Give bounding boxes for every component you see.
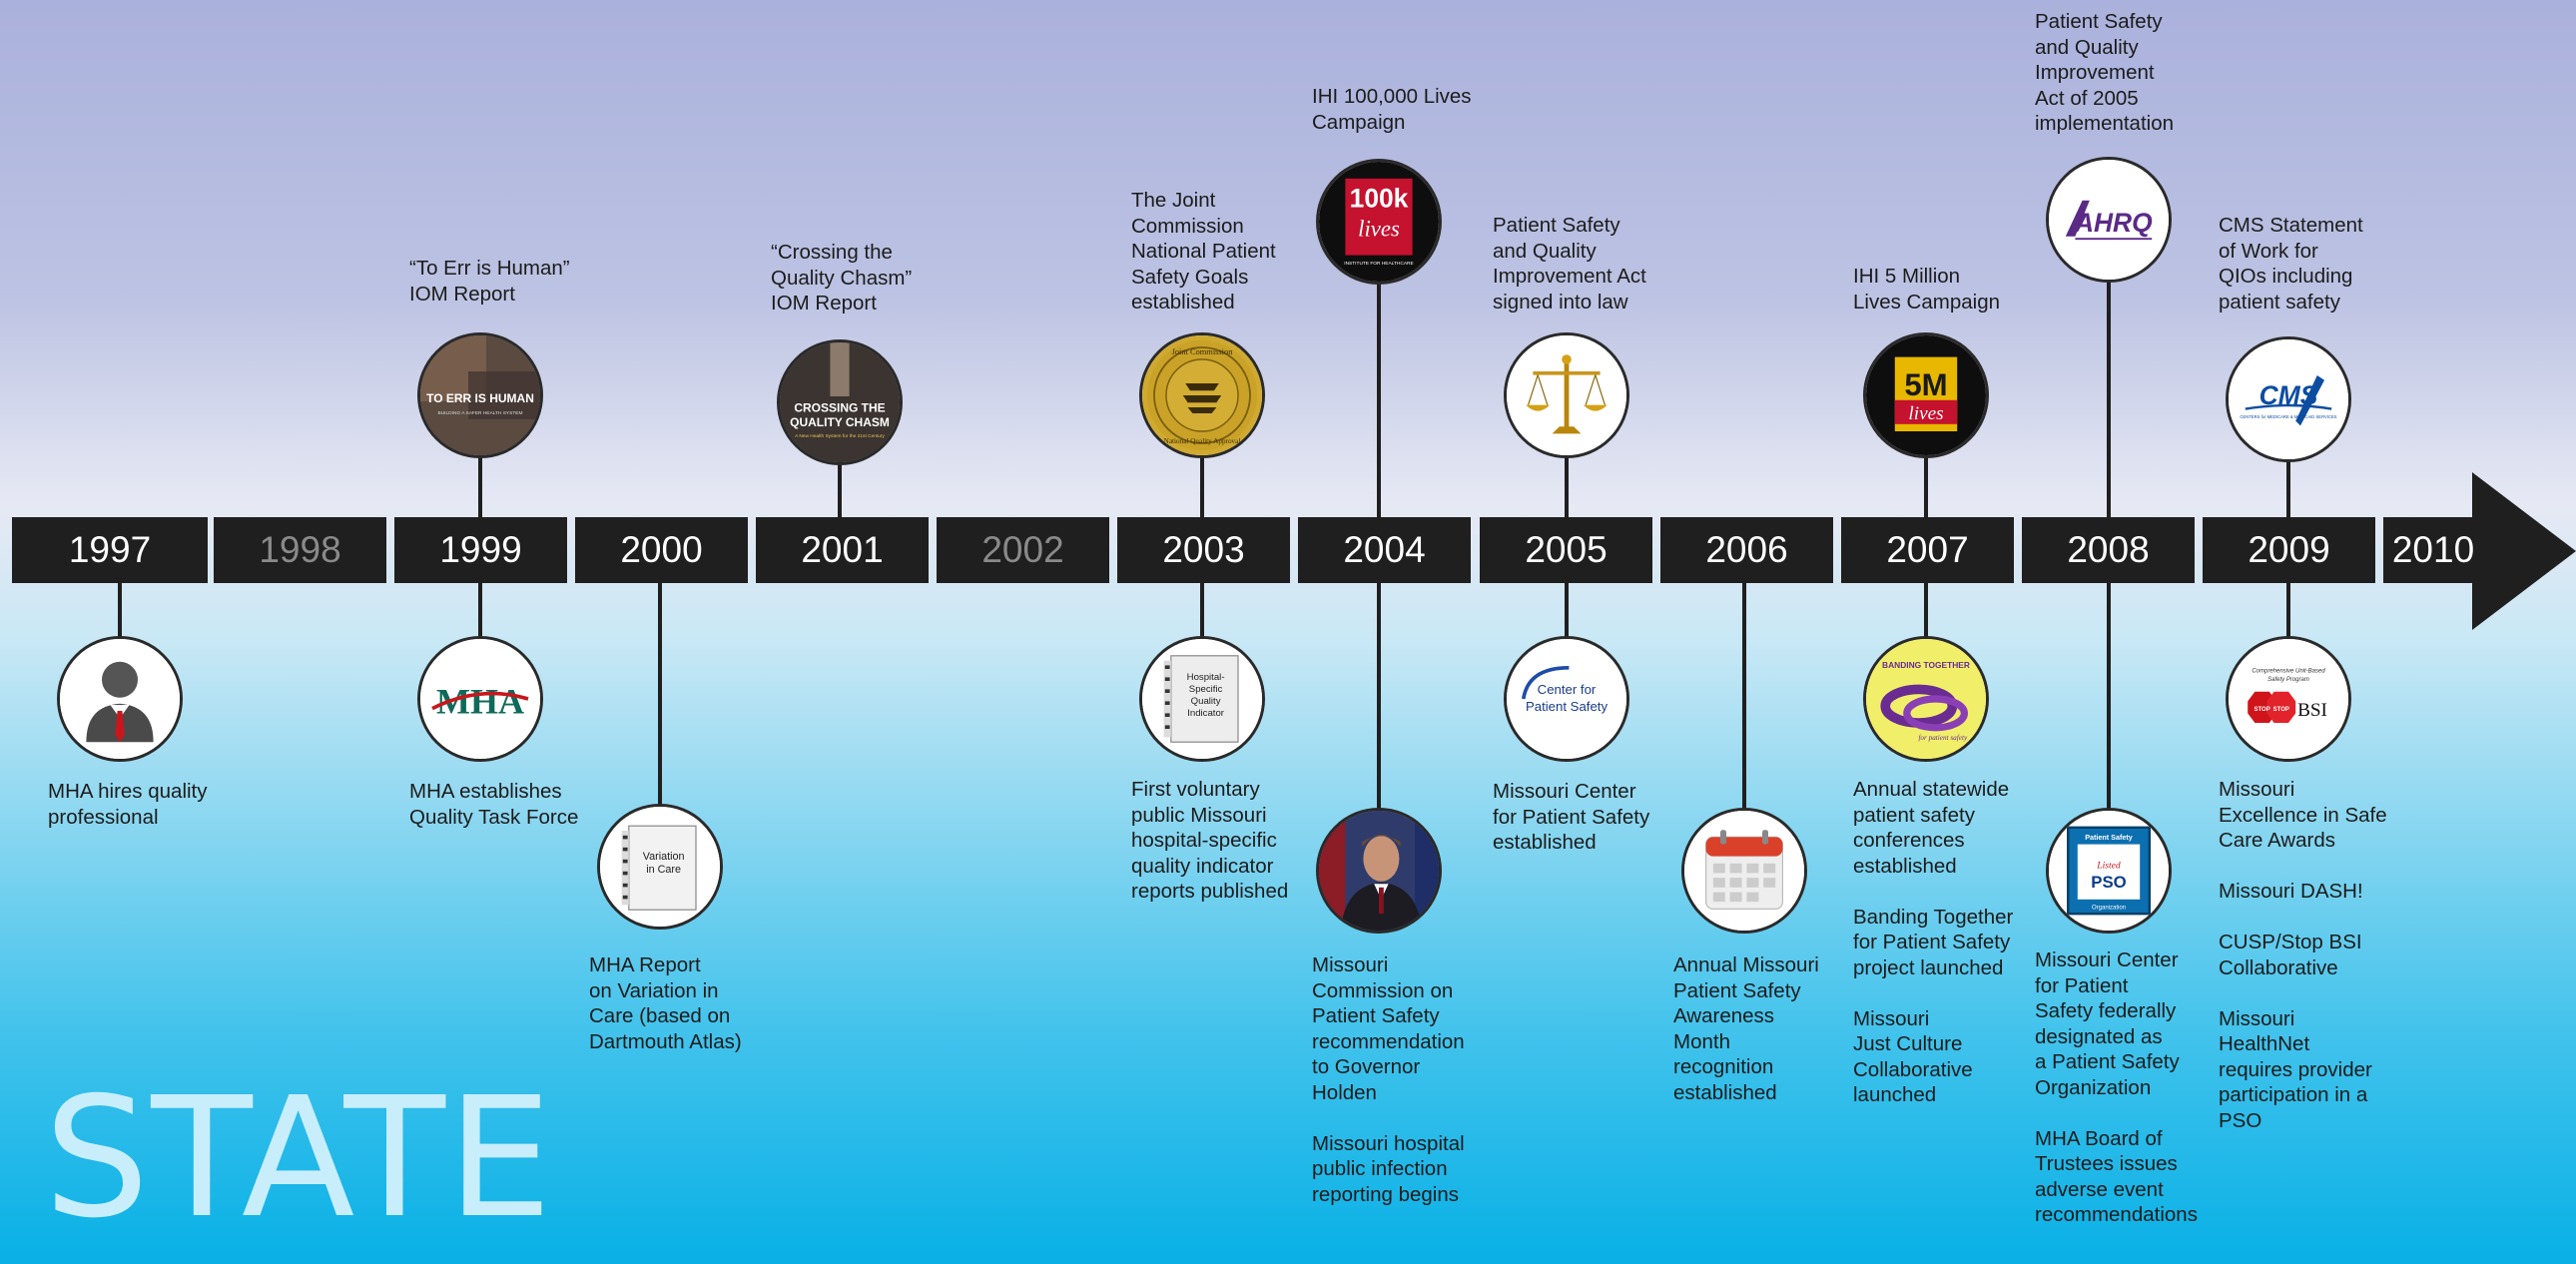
svg-text:BSI: BSI: [2297, 700, 2327, 721]
national-label-2001: “Crossing the Quality Chasm” IOM Report: [771, 241, 913, 315]
listed-pso-logo-icon: Patient Safety Listed PSO Organization: [2046, 808, 2172, 934]
national-label-2004: IHI 100,000 Lives Campaign: [1312, 85, 1472, 134]
section-label-state: STATE: [44, 1062, 554, 1255]
svg-text:AHRQ: AHRQ: [2074, 208, 2153, 238]
year-band-2000: 2000: [575, 517, 748, 583]
to-err-is-human-book-icon: TO ERR IS HUMAN BUILDING A SAFER HEALTH …: [417, 332, 543, 458]
state-stem-2000: [658, 583, 662, 867]
state-label-2004: Missouri Commission on Patient Safety re…: [1312, 953, 1465, 1206]
year-band-2007: 2007: [1841, 517, 2014, 583]
5m-lives-logo-icon: 5M lives: [1863, 332, 1989, 458]
svg-text:lives: lives: [1908, 403, 1943, 424]
year-band-2005: 2005: [1480, 517, 1652, 583]
svg-text:Listed: Listed: [2096, 861, 2121, 872]
svg-text:Joint Commission: Joint Commission: [1172, 347, 1234, 356]
year-band-2002: 2002: [937, 517, 1109, 583]
state-label-2008: Missouri Center for Patient Safety feder…: [2035, 948, 2198, 1226]
national-label-2008: Patient Safety and Quality Improvement A…: [2035, 10, 2175, 135]
svg-text:PSO: PSO: [2091, 873, 2126, 892]
state-stem-2008: [2107, 583, 2111, 871]
year-band-2008: 2008: [2022, 517, 2195, 583]
state-stem-2004: [1377, 583, 1381, 871]
year-band-2004: 2004: [1298, 517, 1471, 583]
variation-in-care-report-icon: Variation in Care: [597, 804, 723, 930]
national-stem-2008: [2107, 220, 2111, 517]
cusp-stop-bsi-logo-icon: Comprehensive Unit-Based Safety Program …: [2226, 636, 2351, 762]
svg-text:Variation: Variation: [643, 851, 685, 863]
center-for-patient-safety-logo-icon: Center for Patient Safety: [1504, 636, 1629, 762]
year-band-2009: 2009: [2203, 517, 2375, 583]
svg-text:BANDING TOGETHER: BANDING TOGETHER: [1882, 660, 1970, 670]
year-band-1997: 1997: [12, 517, 208, 583]
national-label-2009: CMS Statement of Work for QIOs including…: [2219, 214, 2363, 314]
year-band-1998: 1998: [214, 517, 386, 583]
svg-text:Safety Program: Safety Program: [2267, 677, 2309, 683]
svg-text:100k: 100k: [1350, 184, 1409, 214]
svg-text:QUALITY CHASM: QUALITY CHASM: [790, 415, 890, 429]
svg-text:INSTITUTE FOR HEALTHCARE: INSTITUTE FOR HEALTHCARE: [1344, 261, 1413, 267]
joint-commission-seal-icon: Joint Commission National Quality Approv…: [1139, 332, 1265, 458]
svg-text:TO ERR IS HUMAN: TO ERR IS HUMAN: [426, 391, 534, 405]
svg-text:Comprehensive Unit-Based: Comprehensive Unit-Based: [2252, 669, 2325, 675]
calendar-icon: [1681, 808, 1807, 934]
svg-text:Patient Safety: Patient Safety: [1526, 699, 1609, 714]
banding-together-wristband-icon: BANDING TOGETHER for patient safety: [1863, 636, 1989, 762]
svg-text:CROSSING THE: CROSSING THE: [794, 401, 885, 415]
national-label-2005: Patient Safety and Quality Improvement A…: [1493, 214, 1646, 314]
state-label-2006: Annual Missouri Patient Safety Awareness…: [1673, 953, 1819, 1104]
cms-logo-icon: CMS CENTERS for MEDICARE & MEDICAID SERV…: [2226, 336, 2351, 462]
svg-text:CENTERS for MEDICARE & MEDICAI: CENTERS for MEDICARE & MEDICAID SERVICES: [2240, 414, 2336, 419]
year-band-2010: 2010: [2383, 517, 2483, 583]
year-band-2003: 2003: [1117, 517, 1290, 583]
national-label-2007: IHI 5 Million Lives Campaign: [1853, 265, 2000, 314]
scales-of-justice-icon: [1504, 332, 1629, 458]
svg-text:Patient Safety: Patient Safety: [2085, 833, 2133, 842]
governor-portrait-icon: [1316, 808, 1442, 934]
quality-professional-person-icon: [57, 636, 183, 762]
national-label-1999: “To Err is Human” IOM Report: [409, 257, 570, 306]
timeline-arrow-head: [2472, 472, 2576, 630]
svg-text:Center for: Center for: [1538, 682, 1597, 697]
national-stem-2004: [1377, 222, 1381, 517]
svg-text:Hospital-: Hospital-: [1187, 672, 1225, 683]
svg-text:National Quality Approval: National Quality Approval: [1164, 437, 1241, 445]
ahrq-logo-icon: AHRQ: [2046, 157, 2172, 283]
state-label-2007: Annual statewide patient safety conferen…: [1853, 778, 2014, 1106]
svg-text:lives: lives: [1358, 216, 1400, 241]
state-label-2000: MHA Report on Variation in Care (based o…: [589, 953, 742, 1053]
quality-indicator-report-icon: Hospital- Specific Quality Indicator: [1139, 636, 1265, 762]
svg-text:for patient safety: for patient safety: [1918, 734, 1968, 742]
year-band-1999: 1999: [394, 517, 567, 583]
year-band-2006: 2006: [1660, 517, 1833, 583]
state-stem-2006: [1742, 583, 1746, 871]
state-label-2003: First voluntary public Missouri hospital…: [1131, 778, 1289, 903]
state-label-2009: Missouri Excellence in Safe Care Awards …: [2219, 778, 2387, 1132]
svg-text:STOP: STOP: [2273, 707, 2289, 713]
mha-logo-icon: MHA: [417, 636, 543, 762]
100k-lives-logo-icon: 100k lives INSTITUTE FOR HEALTHCARE: [1316, 159, 1442, 285]
svg-text:in Care: in Care: [646, 864, 681, 876]
svg-text:Indicator: Indicator: [1187, 708, 1225, 719]
crossing-the-quality-chasm-book-icon: CROSSING THE QUALITY CHASM A New Health …: [777, 339, 903, 465]
svg-text:BUILDING A SAFER HEALTH SYSTEM: BUILDING A SAFER HEALTH SYSTEM: [438, 410, 523, 416]
svg-text:Quality: Quality: [1191, 696, 1221, 707]
state-label-1999: MHA establishes Quality Task Force: [409, 780, 579, 829]
svg-text:STOP: STOP: [2254, 707, 2269, 713]
svg-text:Organization: Organization: [2092, 905, 2126, 911]
year-band-2001: 2001: [756, 517, 929, 583]
national-label-2003: The Joint Commission National Patient Sa…: [1131, 189, 1276, 314]
state-label-2005: Missouri Center for Patient Safety estab…: [1493, 780, 1650, 854]
svg-text:5M: 5M: [1904, 367, 1947, 402]
svg-text:A New Health System for the 21: A New Health System for the 21st Century: [795, 433, 885, 439]
state-label-1997: MHA hires quality professional: [48, 780, 208, 829]
svg-text:Specific: Specific: [1189, 684, 1223, 695]
